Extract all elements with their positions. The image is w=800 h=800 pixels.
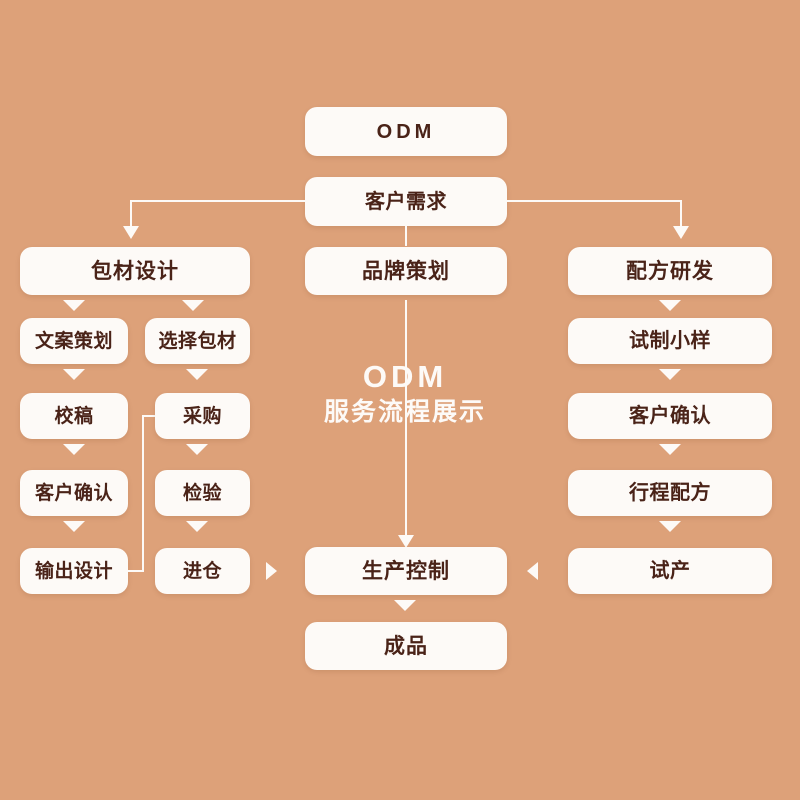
arrow-proofreading-to-confirm xyxy=(63,444,85,455)
arrow-formula-to-trial-sample xyxy=(659,300,681,311)
arrow-select-to-purchasing xyxy=(186,369,208,380)
arrow-copy-to-proofreading xyxy=(63,369,85,380)
node-odm[interactable]: ODM xyxy=(305,107,507,156)
node-customer-confirm-right[interactable]: 客户确认 xyxy=(568,393,772,439)
arrow-trial-production-to-production xyxy=(527,562,538,580)
arrow-inspection-to-warehousing xyxy=(186,521,208,532)
arrow-warehousing-to-production xyxy=(266,562,277,580)
node-finished-product[interactable]: 成品 xyxy=(305,622,507,670)
arrowhead-left-branch xyxy=(123,226,139,239)
node-production-control[interactable]: 生产控制 xyxy=(305,547,507,595)
connector-output-to-purchasing-h1 xyxy=(128,570,144,572)
connector-output-to-purchasing-h2 xyxy=(142,415,156,417)
arrow-purchasing-to-inspection xyxy=(186,444,208,455)
node-warehousing[interactable]: 进仓 xyxy=(155,548,250,594)
arrowhead-brand-to-production xyxy=(398,535,414,548)
node-inspection[interactable]: 检验 xyxy=(155,470,250,516)
node-output-design[interactable]: 输出设计 xyxy=(20,548,128,594)
arrow-production-to-finished xyxy=(394,600,416,611)
node-finalize-formula[interactable]: 行程配方 xyxy=(568,470,772,516)
connector-requirement-to-left xyxy=(130,200,308,202)
node-purchasing[interactable]: 采购 xyxy=(155,393,250,439)
node-formula-rd[interactable]: 配方研发 xyxy=(568,247,772,295)
arrow-finalize-to-trial-production xyxy=(659,521,681,532)
connector-requirement-to-brand xyxy=(405,226,407,246)
node-customer-requirement[interactable]: 客户需求 xyxy=(305,177,507,226)
node-select-packaging[interactable]: 选择包材 xyxy=(145,318,250,364)
arrow-confirm-to-output xyxy=(63,521,85,532)
node-packaging-design[interactable]: 包材设计 xyxy=(20,247,250,295)
arrow-trial-sample-to-confirm xyxy=(659,369,681,380)
arrow-packaging-to-copy xyxy=(63,300,85,311)
connector-requirement-to-right xyxy=(504,200,682,202)
connector-requirement-left-drop xyxy=(130,200,132,228)
arrow-packaging-to-select xyxy=(182,300,204,311)
node-proofreading[interactable]: 校稿 xyxy=(20,393,128,439)
connector-requirement-right-drop xyxy=(680,200,682,228)
node-trial-production[interactable]: 试产 xyxy=(568,548,772,594)
arrow-confirm-to-finalize-formula xyxy=(659,444,681,455)
node-customer-confirm-left[interactable]: 客户确认 xyxy=(20,470,128,516)
node-brand-planning[interactable]: 品牌策划 xyxy=(305,247,507,295)
node-trial-sample[interactable]: 试制小样 xyxy=(568,318,772,364)
connector-output-to-purchasing-v xyxy=(142,415,144,572)
node-copy-planning[interactable]: 文案策划 xyxy=(20,318,128,364)
connector-brand-to-production xyxy=(405,300,407,542)
arrowhead-right-branch xyxy=(673,226,689,239)
